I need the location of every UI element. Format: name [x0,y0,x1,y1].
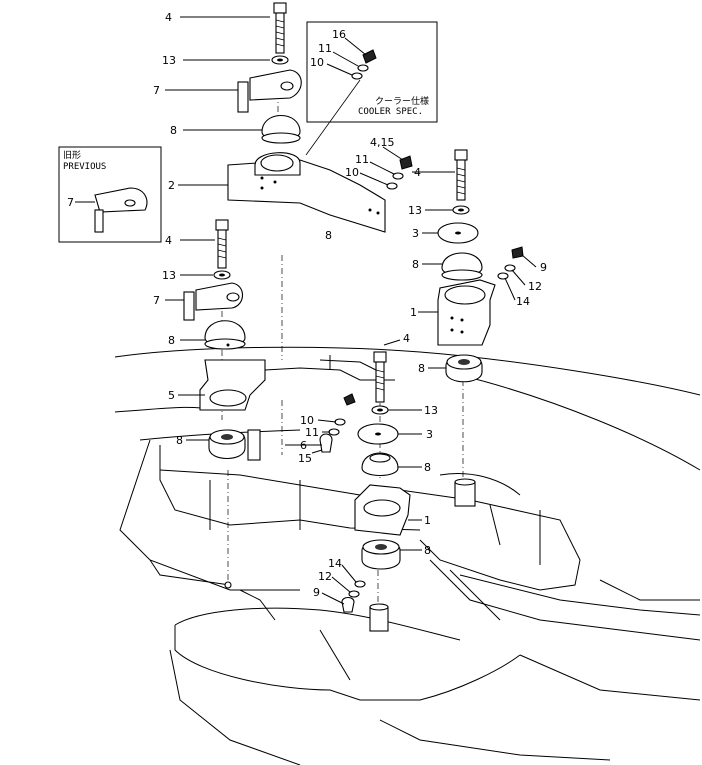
callout-12: 12 [318,570,332,583]
callout-7: 7 [67,196,74,209]
bracket-7a [249,69,302,101]
top-mount-group [165,2,302,144]
callout-4: 4 [414,166,421,179]
callout-1: 1 [410,306,417,319]
previous-en: PREVIOUS [63,162,106,172]
callout-11: 11 [355,153,369,166]
callout-13: 13 [408,204,422,217]
callout-8: 8 [424,544,431,557]
bolt-head-4a [273,2,287,14]
cooler-fasteners [326,37,377,80]
previous-jp: 旧形 [63,149,81,161]
callout-8: 8 [170,124,177,137]
callout-13: 13 [424,404,438,417]
callout-7: 7 [153,84,160,97]
left-mount-group [165,219,266,589]
callout-5: 5 [168,389,175,402]
callout-6: 6 [300,439,307,452]
callout-4: 4 [165,11,172,24]
callout-14: 14 [328,557,342,570]
callout-4-15: 4,15 [370,136,395,149]
right-top-fasteners [359,146,413,190]
callout-9: 9 [540,261,547,274]
callout-13: 13 [162,269,176,282]
callout-labels: 4 13 7 8 2 16 11 10 4,15 11 10 4 13 3 8 … [67,11,547,599]
callout-16: 16 [332,28,346,41]
callout-2: 2 [168,179,175,192]
previous-box: 旧形 PREVIOUS [58,146,162,243]
callout-9: 9 [313,586,320,599]
cooler-spec-box: クーラー仕様 COOLER SPEC. [305,21,438,156]
callout-12: 12 [528,280,542,293]
center-mount-group [285,339,422,632]
callout-15: 15 [298,452,312,465]
callout-10: 10 [310,56,324,69]
callout-3: 3 [412,227,419,240]
cooler-spec-jp: クーラー仕様 [375,95,429,107]
callout-11: 11 [318,42,332,55]
callout-4: 4 [403,332,410,345]
callout-13: 13 [162,54,176,67]
callout-11: 11 [305,426,319,439]
previous-bracket-7 [94,187,148,213]
right-mount-group [412,149,537,507]
callout-3: 3 [426,428,433,441]
callout-10: 10 [300,414,314,427]
callout-4: 4 [165,234,172,247]
callout-8: 8 [412,258,419,271]
cooler-spec-en: COOLER SPEC. [358,107,423,117]
callout-7: 7 [153,294,160,307]
assembly-centerlines [221,80,464,605]
callout-10: 10 [345,166,359,179]
callout-8: 8 [176,434,183,447]
frame-outline [114,346,701,765]
callout-8: 8 [168,334,175,347]
plate-2 [178,152,386,233]
callout-8: 8 [424,461,431,474]
callout-14: 14 [516,295,530,308]
callout-8: 8 [418,362,425,375]
callout-1: 1 [424,514,431,527]
callout-8: 8 [325,229,332,242]
